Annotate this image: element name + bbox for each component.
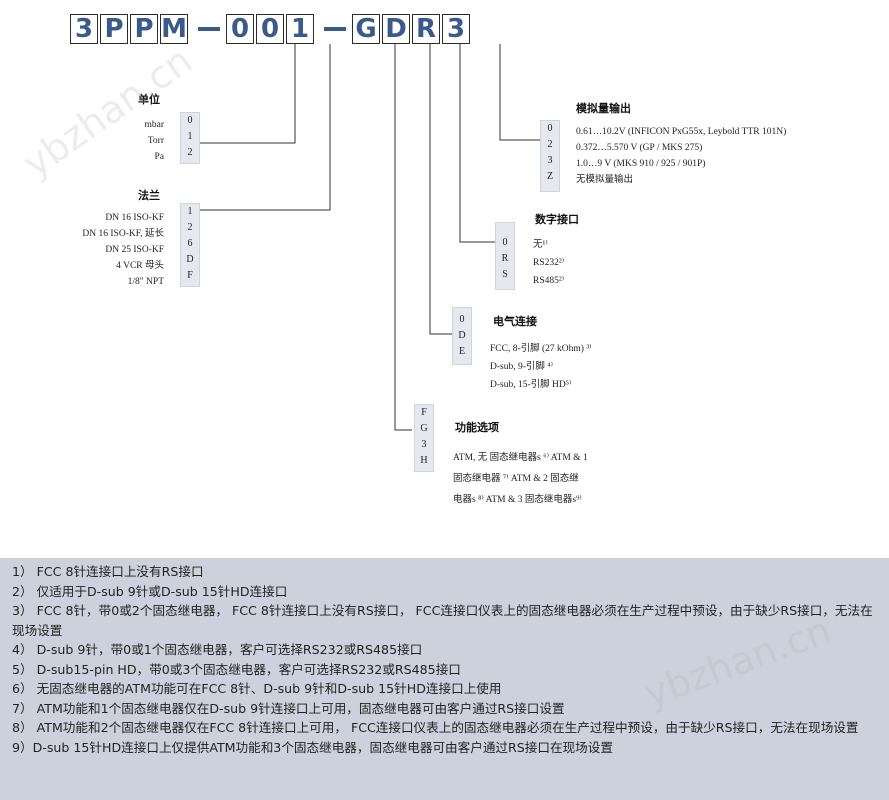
- footnote: 5） D-sub15-pin HD，带0或3个固态继电器，客户可选择RS232或…: [12, 661, 461, 677]
- code-char: 0: [256, 14, 284, 44]
- flange-title: 法兰: [138, 189, 160, 202]
- unit-title: 单位: [138, 93, 160, 106]
- code-char: R: [412, 14, 440, 44]
- footnote: 2） 仅适用于D-sub 9针或D-sub 15针HD连接口: [12, 583, 288, 599]
- code-dash: [324, 27, 346, 31]
- footnote: 7） ATM功能和1个固态继电器仅在D-sub 9针连接口上可用，固态继电器可由…: [12, 700, 565, 716]
- analog-title: 模拟量输出: [576, 102, 631, 115]
- footnote: 6） 无固态继电器的ATM功能可在FCC 8针、D-sub 9针和D-sub 1…: [12, 681, 502, 696]
- footnote: 8） ATM功能和2个固态继电器仅在FCC 8针连接口上可用， FCC连接口仪表…: [12, 720, 859, 735]
- connector-lines: [200, 44, 540, 431]
- code-dash: [198, 27, 220, 31]
- code-char: G: [352, 14, 380, 44]
- function-title: 功能选项: [455, 421, 499, 434]
- footnotes-panel: 1） FCC 8针连接口上没有RS接口 2） 仅适用于D-sub 9针或D-su…: [0, 558, 889, 800]
- digital-title: 数字接口: [535, 213, 579, 226]
- footnote: 1） FCC 8针连接口上没有RS接口: [12, 564, 204, 579]
- analog-names: 0.61…10.2V (INFICON PxG55x, Leybold TTR …: [576, 127, 787, 185]
- electrical-title: 电气连接: [493, 315, 537, 328]
- order-code: 3 P P M 0 0 1 G D R 3: [70, 10, 472, 48]
- footnote: 9）D-sub 15针HD连接口上仅提供ATM功能和3个固态继电器，固态继电器可…: [12, 739, 613, 755]
- code-char: P: [100, 14, 128, 44]
- code-char: D: [382, 14, 410, 44]
- digital-names: 无¹⁾RS232²⁾RS485²⁾: [533, 240, 565, 286]
- code-char: P: [130, 14, 158, 44]
- footnote: 4） D-sub 9针，带0或1个固态继电器，客户可选择RS232或RS485接…: [12, 642, 423, 657]
- footnote: 3） FCC 8针，带0或2个固态继电器， FCC 8针连接口上没有RS接口， …: [12, 603, 873, 638]
- code-char: 3: [70, 14, 98, 44]
- code-char: M: [160, 14, 188, 44]
- code-char: 0: [226, 14, 254, 44]
- code-char: 3: [442, 14, 470, 44]
- code-char: 1: [286, 14, 314, 44]
- electrical-names: FCC, 8-引脚 (27 kOhm) ³⁾D-sub, 9-引脚 ⁴⁾D-su…: [490, 344, 592, 390]
